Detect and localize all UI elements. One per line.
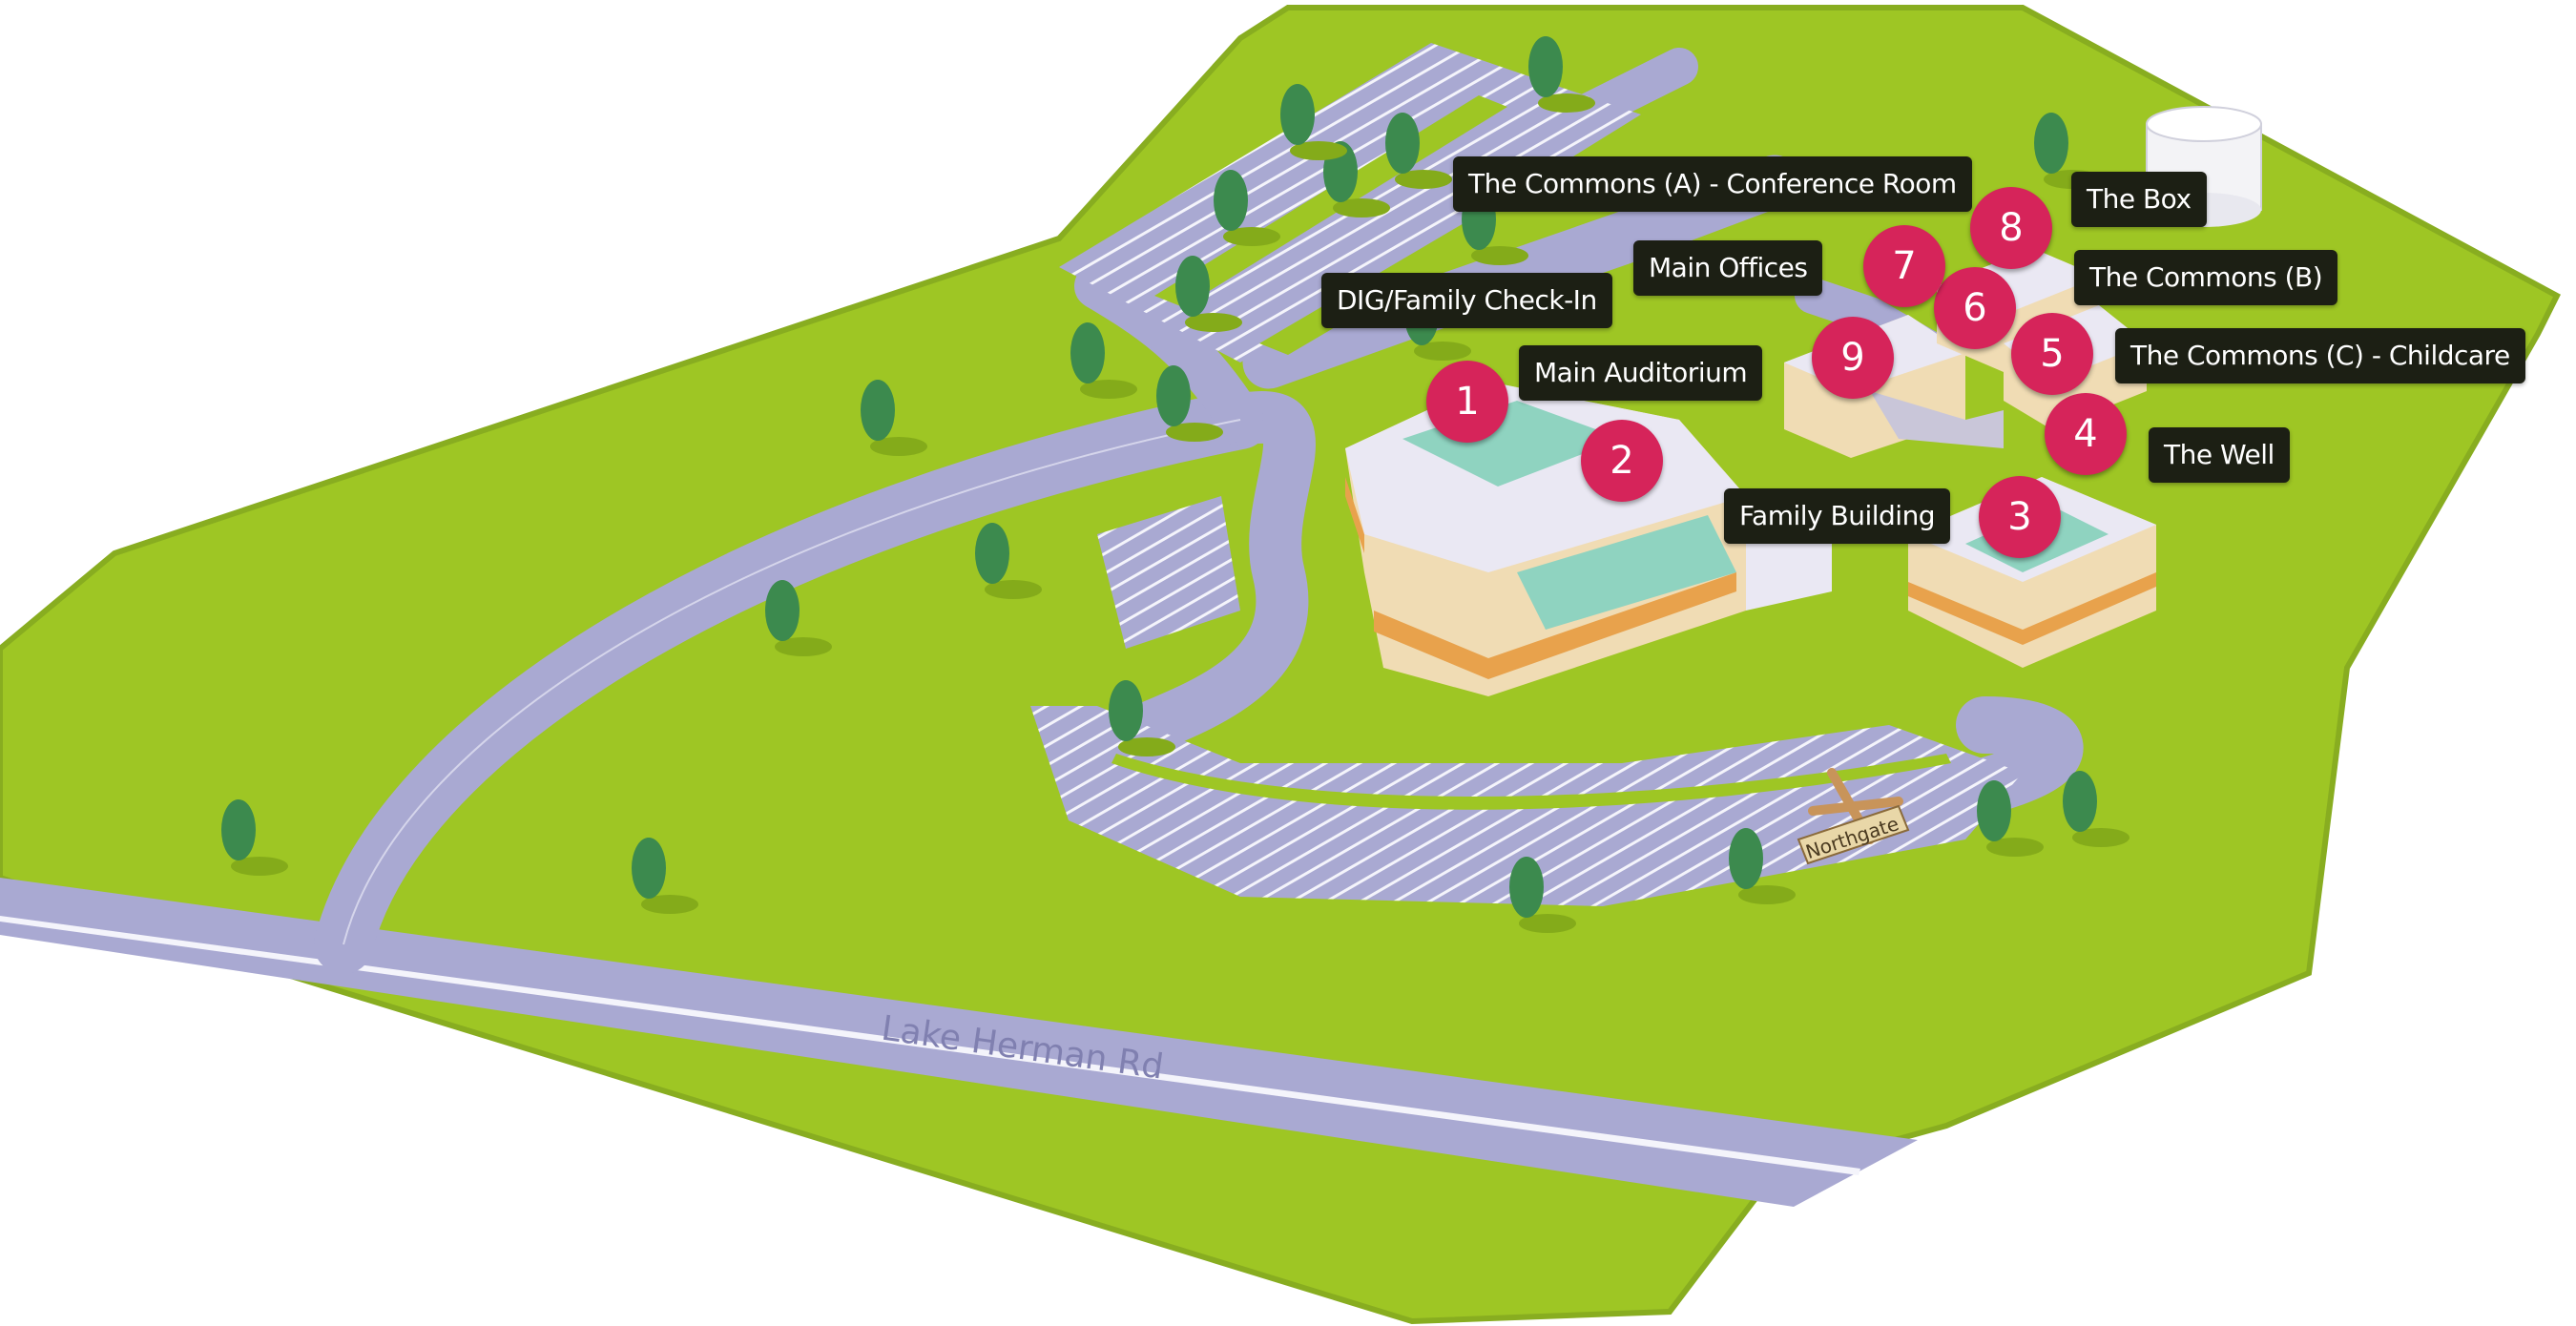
marker-4[interactable]: 4	[2045, 393, 2127, 475]
tree	[1175, 256, 1210, 317]
tree-shadow	[641, 895, 698, 914]
label-the-well: The Well	[2149, 427, 2290, 483]
tree	[975, 523, 1009, 584]
marker-5[interactable]: 5	[2011, 313, 2093, 395]
marker-6[interactable]: 6	[1934, 267, 2016, 349]
tree	[1729, 828, 1763, 889]
tree	[1528, 36, 1563, 97]
tree-shadow	[1471, 246, 1528, 265]
tree-shadow	[1986, 838, 2044, 857]
tree-shadow	[2072, 828, 2129, 847]
tree	[1156, 365, 1191, 426]
tree	[2034, 113, 2068, 174]
marker-8[interactable]: 8	[1970, 187, 2052, 269]
tree-shadow	[1538, 93, 1595, 113]
tree-shadow	[1414, 342, 1471, 361]
tree-shadow	[870, 437, 927, 456]
tree-shadow	[1395, 170, 1452, 189]
label-family-building: Family Building	[1724, 488, 1951, 544]
tree-shadow	[1185, 313, 1242, 332]
label-the-commons-c-childcare: The Commons (C) - Childcare	[2115, 328, 2525, 383]
label-the-commons-b: The Commons (B)	[2074, 250, 2338, 305]
tree-shadow	[1290, 141, 1347, 160]
label-the-commons-a-conference-room: The Commons (A) - Conference Room	[1453, 156, 1972, 212]
tree	[861, 380, 895, 441]
tree-shadow	[985, 580, 1042, 599]
tree	[1070, 322, 1105, 383]
marker-7[interactable]: 7	[1863, 225, 1945, 307]
tree	[2063, 771, 2097, 832]
label-main-auditorium: Main Auditorium	[1519, 345, 1763, 401]
marker-2[interactable]: 2	[1581, 420, 1663, 502]
tree	[1280, 84, 1315, 145]
label-dig-family-check-in: DIG/Family Check-In	[1321, 273, 1612, 328]
tree	[1509, 857, 1544, 918]
tree-shadow	[1080, 380, 1137, 399]
tree-shadow	[1333, 198, 1390, 218]
marker-1[interactable]: 1	[1426, 361, 1508, 443]
label-main-offices: Main Offices	[1633, 240, 1823, 296]
tree	[632, 838, 666, 899]
marker-9[interactable]: 9	[1812, 317, 1894, 399]
tree-shadow	[1519, 914, 1576, 933]
tree-shadow	[1166, 423, 1223, 442]
tree-shadow	[231, 857, 288, 876]
tree	[1214, 170, 1248, 231]
tree	[1385, 113, 1420, 174]
tree-shadow	[1223, 227, 1280, 246]
label-the-box: The Box	[2071, 172, 2207, 227]
tree	[1977, 780, 2011, 841]
tree-shadow	[1118, 737, 1175, 756]
main-road	[0, 878, 1918, 1207]
tree-shadow	[1738, 885, 1796, 904]
tree	[765, 580, 800, 641]
tree	[1109, 680, 1143, 741]
tree-shadow	[775, 637, 832, 656]
marker-3[interactable]: 3	[1979, 476, 2061, 558]
tree	[221, 799, 256, 860]
